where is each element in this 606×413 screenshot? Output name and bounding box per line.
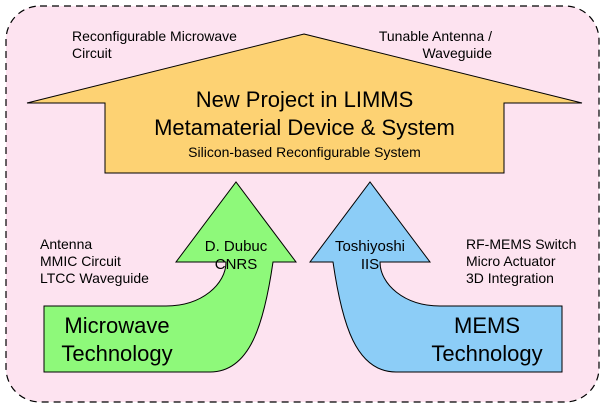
person-name: Toshiyoshi — [334, 238, 406, 255]
microwave-topics-list: Antenna MMIC Circuit LTCC Waveguide — [40, 236, 149, 287]
list-item: MMIC Circuit — [40, 253, 121, 270]
person-org: IIS — [360, 256, 380, 273]
microwave-technology-label: Microwave Technology — [44, 312, 190, 367]
note-line: Tunable Antenna / — [378, 28, 492, 44]
note-tunable-antenna: Tunable Antenna / Waveguide — [379, 28, 492, 62]
house-title-line1: New Project in LIMMS — [195, 87, 414, 112]
right-arrow-person: Toshiyoshi IIS — [310, 238, 430, 274]
mems-technology-label: MEMS Technology — [414, 312, 560, 367]
note-reconfigurable-circuit: Reconfigurable Microwave Circuit — [72, 28, 237, 62]
list-item: LTCC Waveguide — [40, 270, 149, 287]
house-subtitle: Silicon-based Reconfigurable System — [188, 144, 421, 160]
label-line: Technology — [431, 340, 543, 366]
list-item: Antenna — [40, 236, 93, 252]
note-line: Waveguide — [422, 45, 492, 62]
note-line: Reconfigurable Microwave — [72, 28, 237, 44]
mems-arrow-shape — [309, 181, 563, 373]
left-arrow-person: D. Dubuc CNRS — [176, 238, 296, 274]
label-line: Technology — [61, 340, 173, 366]
house-title-line2: Metamaterial Device & System — [154, 114, 455, 140]
microwave-arrow-shape — [43, 181, 297, 373]
person-org: CNRS — [214, 256, 258, 273]
label-line: MEMS — [454, 313, 520, 338]
person-name: D. Dubuc — [204, 238, 268, 255]
house-text: New Project in LIMMS Metamaterial Device… — [105, 86, 504, 161]
list-item: 3D Integration — [466, 270, 554, 287]
label-line: Microwave — [64, 313, 170, 338]
list-item: Micro Actuator — [466, 253, 556, 270]
note-line: Circuit — [72, 45, 112, 62]
list-item: RF-MEMS Switch — [466, 236, 577, 252]
mems-topics-list: RF-MEMS Switch Micro Actuator 3D Integra… — [466, 236, 576, 287]
house-arrow-shape — [26, 33, 583, 174]
